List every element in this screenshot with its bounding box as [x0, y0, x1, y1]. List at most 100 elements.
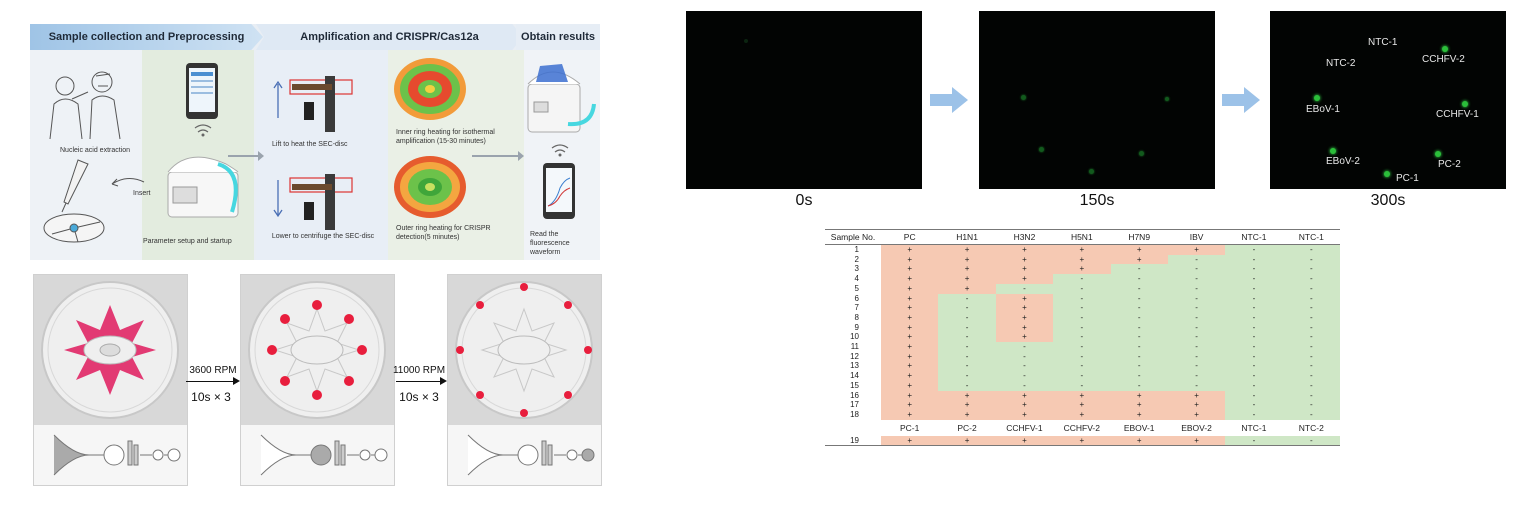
- rpm-label-2: 11000 RPM: [392, 365, 446, 376]
- result-cell: +: [881, 244, 939, 255]
- sample-number-cell: 11: [825, 342, 881, 352]
- result-cell: -: [1053, 351, 1111, 362]
- result-cell: -: [1053, 361, 1111, 372]
- column-header: H7N9: [1128, 232, 1151, 242]
- result-cell: +: [995, 322, 1054, 333]
- stage-amplification: Amplification and CRISPR/Cas12a: [256, 24, 523, 50]
- sec-disc-icon: [455, 281, 593, 419]
- reaction-chamber-dot: [1384, 171, 1390, 177]
- result-cell: -: [938, 351, 996, 362]
- sample-number-cell: 5: [825, 283, 881, 294]
- frame-time-label: 150s: [1079, 192, 1115, 209]
- inner-ring-label: Inner ring heating for isothermal amplif…: [396, 129, 495, 145]
- inner-ring-heatmap-icon: [394, 58, 466, 120]
- result-cell: +: [1167, 244, 1226, 255]
- result-cell: -: [1282, 361, 1340, 372]
- frame-time-label: 300s: [1370, 192, 1406, 209]
- analyzer-device-icon: [167, 156, 239, 218]
- column-header: CCHFV-2: [1053, 419, 1111, 436]
- sample-number-cell: 3: [825, 264, 881, 275]
- result-cell: -: [995, 380, 1054, 391]
- column-header: IBV: [1189, 232, 1204, 242]
- result-cell: -: [1225, 283, 1283, 294]
- result-cell: +: [995, 293, 1054, 304]
- result-cell: +: [881, 312, 939, 323]
- column-header: PC-2: [938, 419, 996, 436]
- result-cell: +: [881, 435, 939, 446]
- result-cell: -: [1167, 342, 1226, 352]
- result-cell: -: [1167, 254, 1226, 265]
- fluorescence-frame-0s: [686, 11, 922, 189]
- read-waveform-label: Read the fluorescence waveform: [530, 231, 570, 256]
- result-cell: -: [1282, 264, 1340, 275]
- disc-stage-1: [33, 274, 188, 486]
- sec-disc-icon: [248, 281, 386, 419]
- result-cell: +: [881, 283, 939, 294]
- parameter-setup-label: Parameter setup and startup: [143, 238, 232, 245]
- result-cell: -: [938, 332, 996, 343]
- result-cell: -: [1225, 342, 1283, 352]
- result-cell: -: [1053, 380, 1111, 391]
- result-cell: -: [1167, 312, 1226, 323]
- microfluidic-channel-icon: [467, 434, 595, 476]
- result-cell: +: [1110, 244, 1168, 255]
- result-cell: +: [1167, 409, 1226, 420]
- disc-stage-2: [240, 274, 395, 486]
- sample-number-cell: 16: [825, 390, 881, 401]
- result-cell: +: [1053, 400, 1111, 410]
- result-cell: +: [1167, 400, 1226, 410]
- result-cell: -: [1225, 274, 1283, 284]
- column-header: NTC-2: [1282, 419, 1340, 436]
- result-cell: -: [1053, 274, 1111, 284]
- result-cell: +: [938, 283, 996, 294]
- arrow-head-icon: [233, 377, 240, 385]
- result-cell: -: [938, 303, 996, 313]
- result-cell: -: [1282, 322, 1340, 333]
- result-cell: -: [1053, 322, 1111, 333]
- microfluidic-channel-icon: [260, 434, 388, 476]
- result-cell: +: [995, 409, 1054, 420]
- lower-mechanism-icon: [273, 174, 353, 230]
- reaction-chamber-dot: [1165, 97, 1169, 101]
- column-header: PC: [903, 232, 916, 242]
- result-cell: +: [1110, 409, 1168, 420]
- result-cell: -: [1282, 283, 1340, 294]
- table-row: 5++------: [825, 283, 1340, 294]
- sample-number-cell: 18: [825, 409, 881, 420]
- result-cell: -: [938, 380, 996, 391]
- table-row: 3++++----: [825, 264, 1340, 275]
- result-cell: -: [938, 322, 996, 333]
- centrifuge-arrow-1: [186, 381, 236, 382]
- disc-photo: [448, 275, 601, 425]
- result-cell: -: [1282, 342, 1340, 352]
- result-cell: +: [995, 303, 1054, 313]
- rpm-label-1: 3600 RPM: [189, 365, 237, 376]
- column-header: EBOV-2: [1167, 419, 1226, 436]
- chamber-label: NTC-2: [1326, 58, 1356, 69]
- result-cell: -: [1225, 244, 1283, 255]
- sample-number-cell: 14: [825, 371, 881, 381]
- result-cell: +: [881, 254, 939, 265]
- chamber-label: EBoV-2: [1326, 156, 1360, 167]
- result-cell: -: [1110, 312, 1168, 323]
- result-cell: -: [1167, 322, 1226, 333]
- result-cell: -: [1282, 380, 1340, 391]
- result-cell: -: [938, 293, 996, 304]
- reaction-chamber-dot: [1021, 95, 1026, 100]
- chamber-label: PC-1: [1396, 173, 1419, 184]
- result-cell: +: [995, 400, 1054, 410]
- nucleic-acid-label: Nucleic acid extraction: [60, 147, 131, 154]
- result-cell: -: [1225, 322, 1283, 333]
- result-cell: -: [1110, 283, 1168, 294]
- lift-mechanism-icon: [273, 76, 353, 132]
- result-cell: -: [1053, 371, 1111, 381]
- table-row: 7+-+-----: [825, 303, 1340, 313]
- sample-number-cell: 7: [825, 303, 881, 313]
- result-cell: +: [938, 390, 996, 401]
- table-row: 13+-------: [825, 361, 1340, 372]
- result-cell: -: [1282, 390, 1340, 401]
- result-cell: +: [881, 400, 939, 410]
- result-cell: -: [1053, 303, 1111, 313]
- arrow-right-icon: [930, 87, 968, 113]
